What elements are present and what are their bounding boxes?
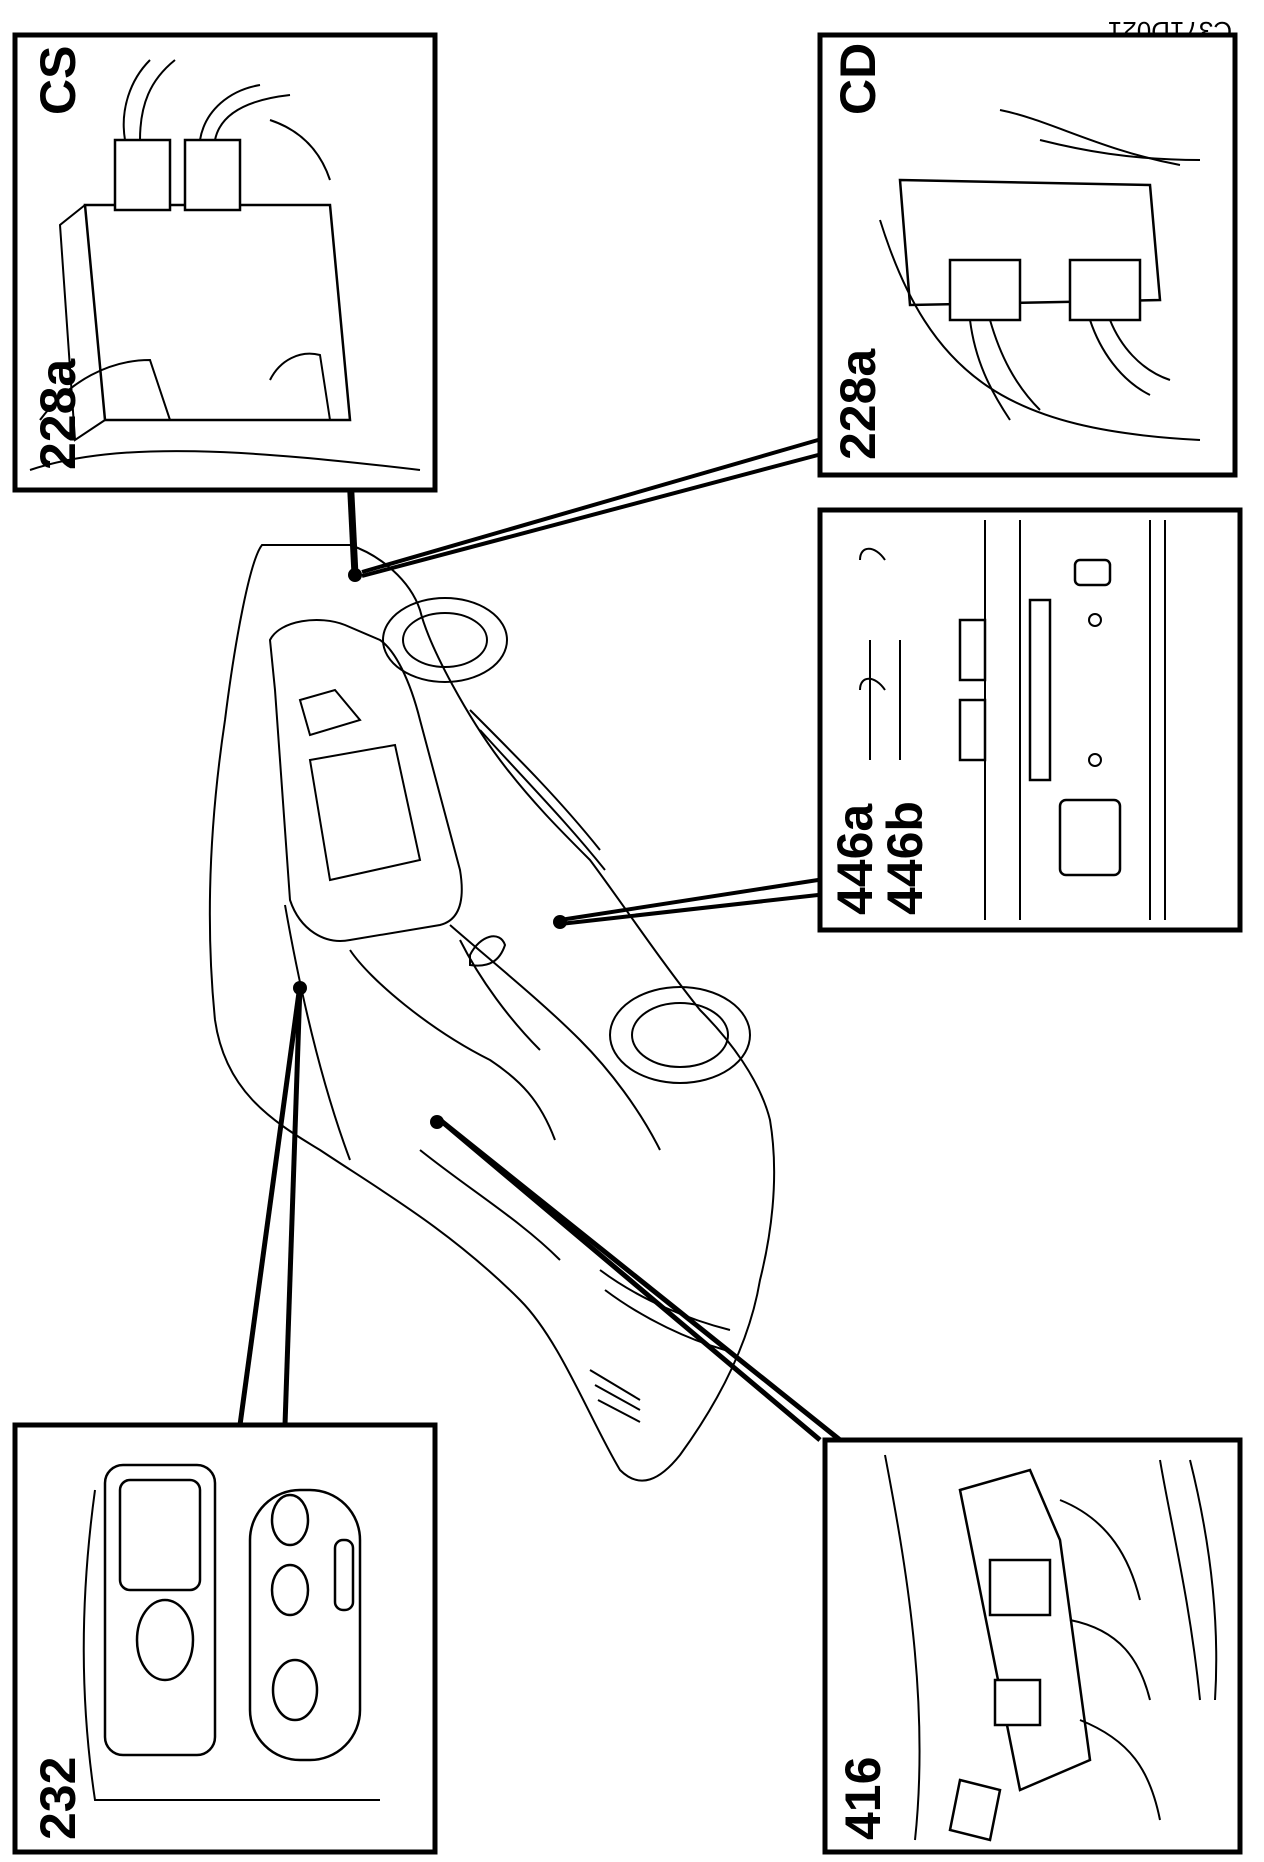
svg-text:446a: 446a xyxy=(827,803,883,915)
svg-text:446b: 446b xyxy=(877,801,933,915)
panel-228a-cs-ref: 228a xyxy=(30,358,86,470)
dot-232 xyxy=(293,981,307,995)
panel-416 xyxy=(822,1437,1243,1855)
dot-228a-cs xyxy=(348,568,362,582)
panel-446b-ref: 446b xyxy=(877,801,933,915)
panel-446 xyxy=(817,507,1243,933)
panel-228a-cd-ref: 228a xyxy=(830,348,886,460)
panel-228a-cs-side: CS xyxy=(30,46,86,115)
panel-446a-ref: 446a xyxy=(827,803,883,915)
svg-text:228a: 228a xyxy=(30,358,86,470)
location-dots xyxy=(293,568,567,1129)
svg-text:228a: 228a xyxy=(830,348,886,460)
car-illustration xyxy=(208,544,776,1482)
panel-232 xyxy=(12,1422,438,1855)
dot-416 xyxy=(430,1115,444,1129)
svg-text:CD: CD xyxy=(830,43,886,115)
panel-232-ref: 232 xyxy=(30,1757,86,1840)
panel-228a-cs xyxy=(12,32,438,493)
svg-text:416: 416 xyxy=(835,1757,891,1840)
svg-text:232: 232 xyxy=(30,1757,86,1840)
svg-text:CS: CS xyxy=(30,46,86,115)
panel-228a-cd-side: CD xyxy=(830,43,886,115)
dot-446 xyxy=(553,915,567,929)
panel-416-ref: 416 xyxy=(835,1757,891,1840)
leader-lines xyxy=(237,438,842,1442)
panel-228a-cd xyxy=(817,32,1238,478)
